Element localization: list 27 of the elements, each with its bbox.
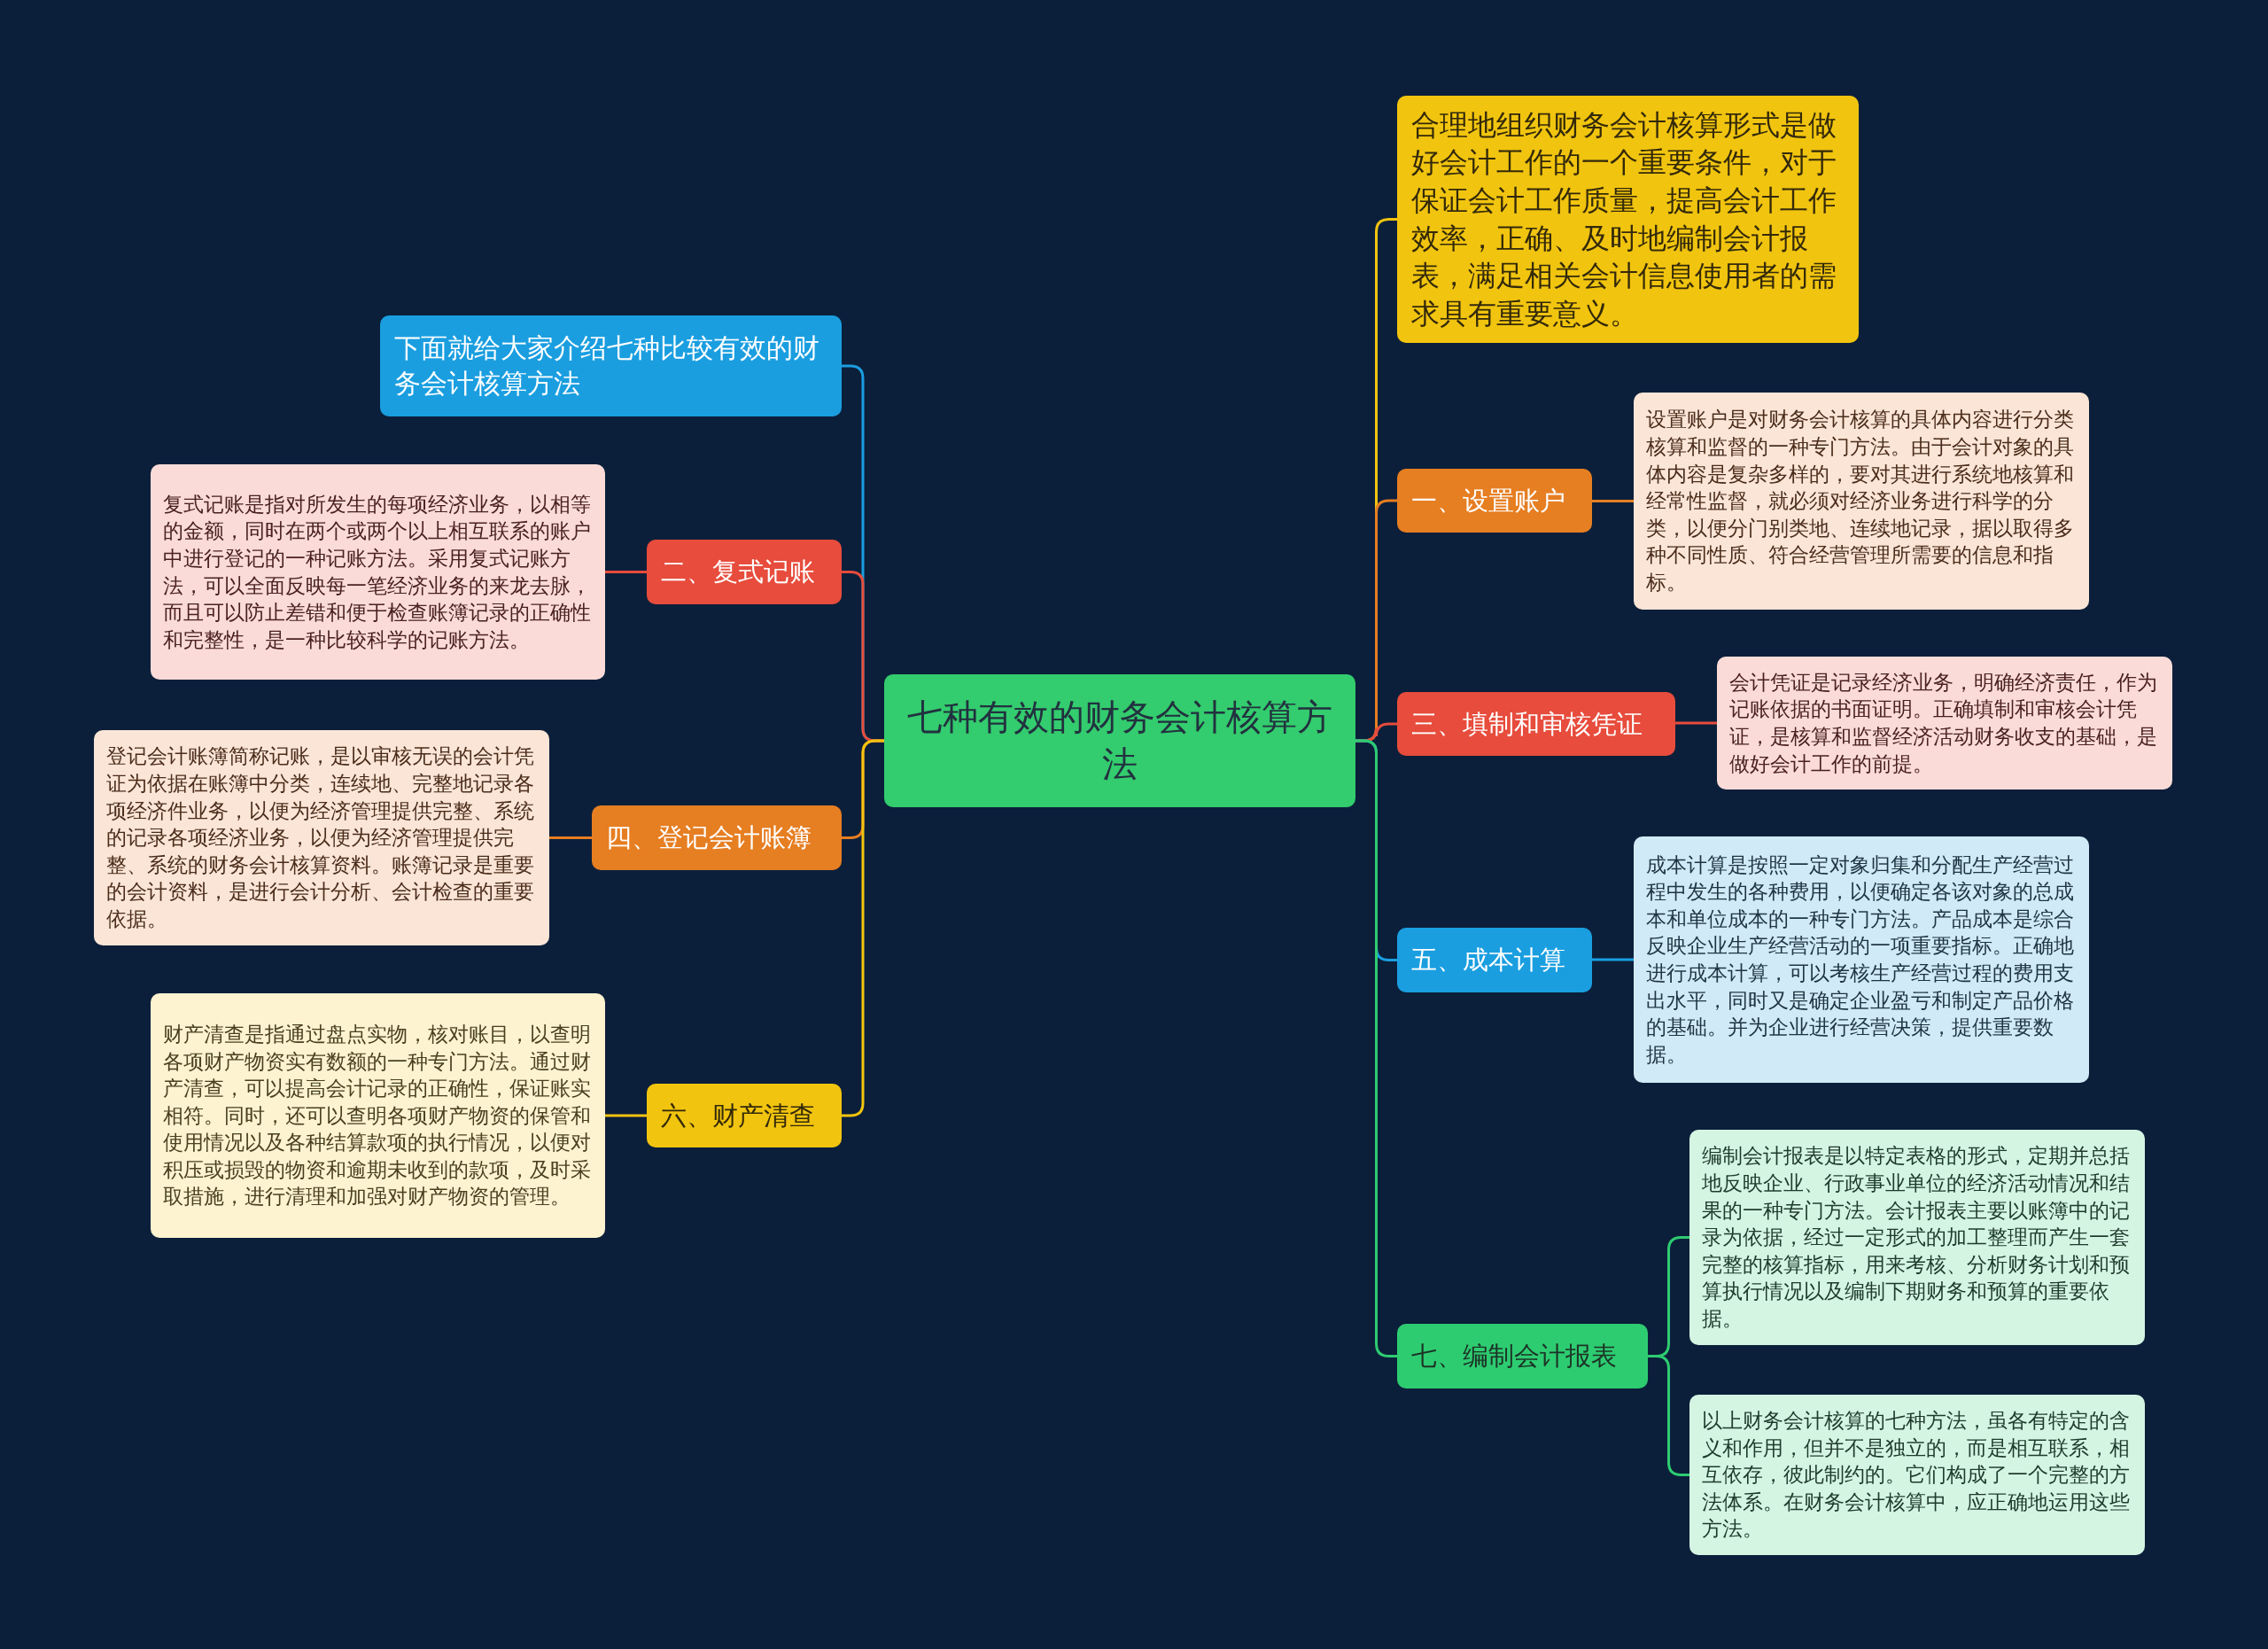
- root-topic-box: 七种有效的财务会计核算方法: [884, 674, 1355, 807]
- branch-box: 五、成本计算: [1397, 928, 1592, 992]
- branch-box: 四、登记会计账簿: [592, 805, 842, 870]
- branch-box: 一、设置账户: [1397, 469, 1592, 533]
- connector-line: [1592, 500, 1634, 502]
- branch-box: 三、填制和审核凭证: [1397, 692, 1675, 756]
- branch-box: 二、复式记账: [647, 540, 842, 604]
- branch-box: 六、财产清查: [647, 1084, 842, 1147]
- connector-line: [1675, 721, 1717, 725]
- connector-line: [1648, 1355, 1689, 1476]
- connector-line: [605, 571, 647, 573]
- detail-box: 设置账户是对财务会计核算的具体内容进行分类核算和监督的一种专门方法。由于会计对象的具体内容是复杂多样的，要对其进行系统地核算和经常性监督，就必须对经济业务进行科学的分类，以便分门别类地、连续地记录，据以取得多种不同性质、符合经营管理所需要的信息和指标。: [1634, 393, 2089, 610]
- detail-box: 以上财务会计核算的七种方法，虽各有特定的含义和作用，但并不是独立的，而是相互联系，相互依存，彼此制约的。它们构成了一个完整的方法体系。在财务会计核算中，应正确地运用这些方法。: [1689, 1395, 2145, 1555]
- detail-box: 会计凭证是记录经济业务，明确经济责任，作为记账依据的书面证明。正确填制和审核会计凭证，是核算和监督经济活动财务收支的基础，是做好会计工作的前提。: [1717, 657, 2172, 789]
- detail-box: 编制会计报表是以特定表格的形式，定期并总括地反映企业、行政事业单位的经济活动情况和结果的一种专门方法。会计报表主要以账簿中的记录为依据，经过一定形式的加工整理而产生一套完整的核算指标，用来考核、分析财务计划和预算执行情况以及编制下期财务和预算的重要依据。: [1689, 1130, 2145, 1345]
- detail-box: 登记会计账簿简称记账，是以审核无误的会计凭证为依据在账簿中分类，连续地、完整地记录各项经济件业务，以便为经济管理提供完整、系统的记录各项经济业务，以便为经济管理提供完整、系统的财务会计核算资料。账簿记录是重要的会计资料，是进行会计分析、会计检查的重要依据。: [94, 730, 549, 945]
- detail-box: 成本计算是按照一定对象归集和分配生产经营过程中发生的各种费用，以便确定各该对象的总成本和单位成本的一种专门方法。产品成本是综合反映企业生产经营活动的一项重要指标。正确地进行成本计算，可以考核生产经营过程的费用支出水平，同时又是确定企业盈亏和制定产品价格的基础。并为企业进行经营决策，提供重要数据。: [1634, 836, 2089, 1083]
- connector-line: [842, 739, 884, 1117]
- connector-line: [549, 836, 592, 839]
- connector-line: [605, 1114, 647, 1117]
- detail-box: 复式记账是指对所发生的每项经济业务，以相等的金额，同时在两个或两个以上相互联系的账户中进行登记的一种记账方法。采用复式记账方法，可以全面反映每一笔经济业务的来龙去脉，而且可以防止差错和便于检查账簿记录的正确性和完整性，是一种比较科学的记账方法。: [151, 464, 605, 680]
- connector-line: [1355, 739, 1397, 1357]
- detail-box: 财产清查是指通过盘点实物，核对账目，以查明各项财产物资实有数额的一种专门方法。通过财产清查，可以提高会计记录的正确性，保证账实相符。同时，还可以查明各项财产物资的保管和使用情况以及各种结算款项的执行情况，以便对积压或损毁的物资和逾期未收到的款项，及时采取措施，进行清理和加强对财产物资的管理。: [151, 993, 605, 1238]
- branch-box: 七、编制会计报表: [1397, 1324, 1648, 1388]
- connector-line: [1592, 958, 1634, 961]
- note-box: 合理地组织财务会计核算形式是做好会计工作的一个重要条件，对于保证会计工作质量，提高会计工作效率，正确、及时地编制会计报表，满足相关会计信息使用者的需求具有重要意义。: [1397, 96, 1859, 343]
- note-box: 下面就给大家介绍七种比较有效的财务会计核算方法: [380, 315, 842, 416]
